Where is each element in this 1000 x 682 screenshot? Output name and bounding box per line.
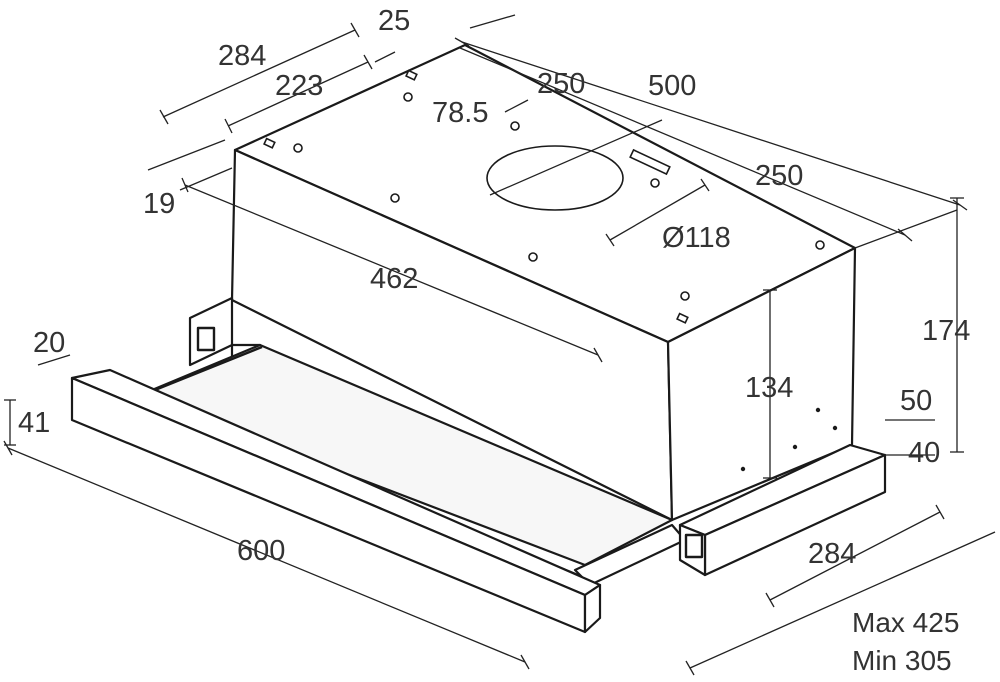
dim-25: 25 <box>378 5 410 37</box>
dim-284-top: 284 <box>218 40 266 72</box>
dimension-lines <box>3 14 996 676</box>
dim-174: 174 <box>922 315 970 347</box>
dim-250-top: 250 <box>537 68 585 100</box>
dim-50: 50 <box>900 385 932 417</box>
dim-134: 134 <box>745 372 793 404</box>
dim-284-bottom: 284 <box>808 538 856 570</box>
note-max: Max 425 <box>852 607 959 638</box>
dim-41: 41 <box>18 407 50 439</box>
dim-40: 40 <box>908 437 940 469</box>
dim-20: 20 <box>33 327 65 359</box>
back-bar <box>678 443 887 577</box>
dim-19: 19 <box>143 188 175 220</box>
dim-118: Ø118 <box>662 222 731 254</box>
top-details <box>263 69 838 472</box>
dim-500: 500 <box>648 70 696 102</box>
note-min: Min 305 <box>852 645 952 676</box>
dimension-labels: 25 284 223 500 250 78.5 250 19 Ø118 462 … <box>18 5 970 676</box>
dim-223: 223 <box>275 70 323 102</box>
dim-78-5: 78.5 <box>432 97 488 129</box>
dim-250-side: 250 <box>755 160 803 192</box>
front-visor <box>70 368 602 634</box>
exhaust-outlet <box>486 145 624 211</box>
dim-600: 600 <box>237 535 285 567</box>
dim-462: 462 <box>370 263 418 295</box>
